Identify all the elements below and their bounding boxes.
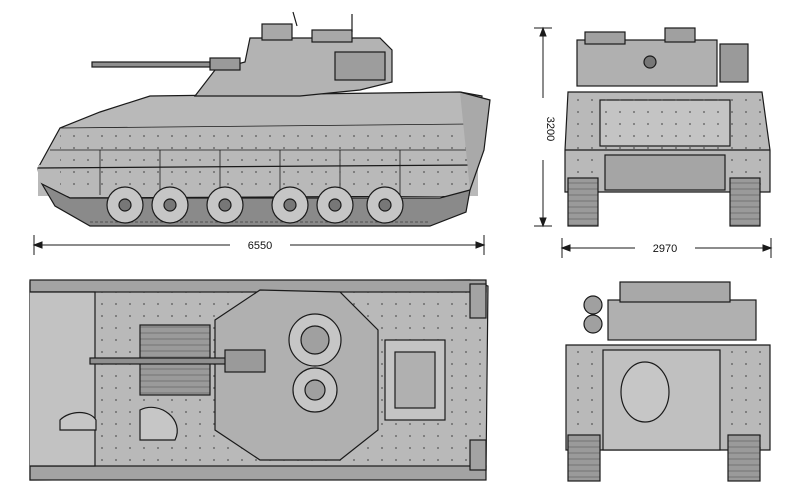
rear-view [565,281,771,482]
front-left-track [567,177,599,227]
top-turret [214,289,379,461]
length-label: 6550 [248,240,272,252]
width-dimension [560,238,773,258]
width-label: 2970 [653,243,677,255]
front-view [564,27,771,227]
rear-right-track [727,434,761,482]
top-view [29,279,489,481]
length-dimension [32,235,486,255]
front-right-track [729,177,761,227]
side-view [37,11,491,227]
side-road-wheels [106,186,404,224]
side-track [40,182,471,227]
top-gun-barrel [89,357,241,365]
rear-left-track [567,434,601,482]
height-label: 3200 [544,117,556,141]
height-dimension [534,26,552,228]
side-gun-barrel [91,61,223,68]
